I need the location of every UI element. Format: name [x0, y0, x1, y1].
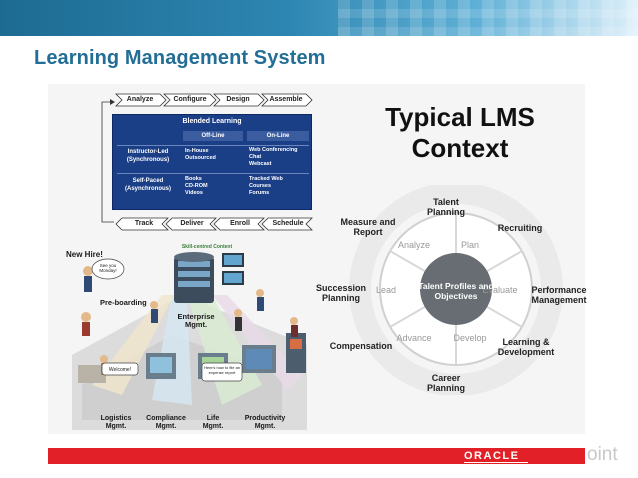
label-enterprise: Enterprise Mgmt.	[177, 312, 215, 329]
cell-r2-online-0: Tracked Web	[249, 176, 283, 182]
cell-r1-online-0: Web Conferencing	[249, 147, 298, 153]
outer-recruiting: Recruiting	[497, 223, 543, 233]
blended-title: Blended Learning	[182, 118, 242, 125]
slide-title: Learning Management System	[34, 47, 326, 69]
col-offline: Off-Line	[183, 131, 243, 141]
label-life: Life Mgmt.	[202, 415, 224, 430]
lms-illustration: New Hire! See you Monday! Pre-boarding S…	[62, 235, 312, 435]
cell-r1-offline-0: In-House	[185, 148, 209, 154]
step-enroll: Enroll	[230, 220, 250, 227]
inner-evaluate: Evaluate	[482, 285, 518, 295]
process-diagram: Analyze Configure Design Assemble Track …	[96, 90, 314, 232]
cell-r2-online-1: Courses	[249, 183, 272, 189]
label-preboarding: Pre-boarding	[100, 298, 147, 307]
cell-r1-online-2: Webcast	[249, 161, 272, 167]
step-assemble: Assemble	[269, 96, 303, 103]
banner-pattern	[338, 0, 638, 36]
office-scene	[72, 252, 307, 430]
bubble-expense-report: Here's how to file an expense report	[203, 365, 241, 375]
outer-learning-development: Learning & Development	[497, 337, 555, 357]
oracle-logo-underline	[464, 462, 528, 463]
oracle-logo: ORACLE	[464, 450, 520, 462]
cell-r2-offline-0: Books	[185, 176, 202, 182]
inner-develop: Develop	[453, 333, 487, 343]
inner-lead: Lead	[375, 285, 397, 295]
label-skill-content: Skill-centred Content	[181, 244, 233, 250]
step-track: Track	[134, 220, 154, 227]
outer-measure-report: Measure and Report	[340, 217, 396, 237]
row-divider	[117, 145, 309, 146]
inner-analyze: Analyze	[397, 240, 431, 250]
bubble-see-you-monday: See you Monday!	[99, 263, 117, 273]
cell-r2-online-2: Forums	[249, 190, 270, 196]
inner-plan: Plan	[460, 240, 479, 250]
outer-compensation: Compensation	[329, 341, 393, 351]
footer-bar	[48, 448, 585, 464]
row-instructor-led: Instructor-Led (Synchronous)	[126, 149, 170, 163]
cell-r2-offline-1: CD-ROM	[185, 183, 208, 189]
col-online: On-Line	[247, 131, 309, 141]
step-design: Design	[226, 96, 250, 103]
wheel-graphic	[349, 182, 563, 396]
cell-r1-offline-1: Outsourced	[185, 155, 216, 161]
lms-title-line1: Typical LMS	[385, 102, 535, 132]
lms-context-wheel: Analyze Plan Evaluate Develop Advance Le…	[310, 182, 596, 396]
outer-performance-management: Performance Management	[531, 285, 587, 305]
step-schedule: Schedule	[272, 220, 304, 227]
cell-r2-offline-2: Videos	[185, 190, 203, 196]
cell-r1-online-1: Chat	[249, 154, 262, 160]
row-self-paced: Self-Paced (Asynchronous)	[124, 178, 171, 192]
step-deliver: Deliver	[180, 220, 204, 227]
label-compliance: Compliance Mgmt.	[146, 415, 186, 430]
inner-advance: Advance	[396, 333, 432, 343]
footer-tail-text: oint	[587, 444, 618, 465]
label-new-hire: New Hire!	[66, 250, 103, 259]
step-analyze: Analyze	[126, 96, 154, 103]
step-configure: Configure	[173, 96, 207, 103]
label-productivity: Productivity Mgmt.	[244, 415, 286, 430]
outer-succession-planning: Succession Planning	[315, 283, 367, 303]
row-divider	[117, 173, 309, 174]
process-arrows	[101, 93, 313, 231]
center-talent-profiles: Talent Profiles and Objectives	[418, 281, 494, 301]
blended-learning-box: Blended Learning Off-Line On-Line Instru…	[112, 114, 312, 210]
outer-career-planning: Career Planning	[427, 373, 465, 393]
label-logistics: Logistics Mgmt.	[100, 415, 132, 430]
top-banner	[0, 0, 638, 36]
lms-title-line2: Context	[411, 133, 509, 163]
bubble-welcome: Welcome!	[108, 367, 132, 373]
lms-context-title: Typical LMS Context	[350, 102, 570, 164]
outer-talent-planning: Talent Planning	[427, 197, 465, 217]
